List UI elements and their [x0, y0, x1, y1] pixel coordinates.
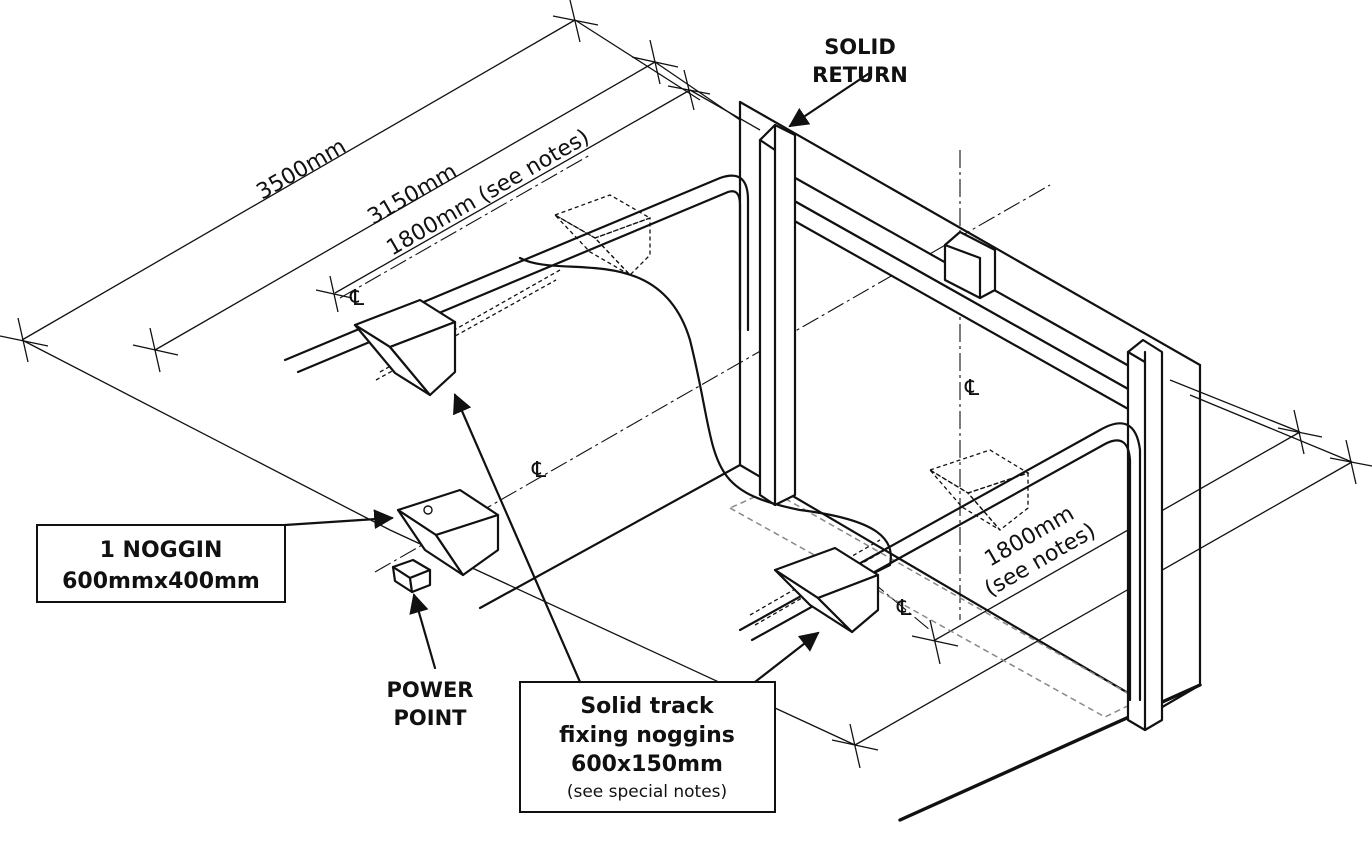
noggin-label-line2: 600mmx400mm — [62, 569, 260, 594]
noggin-label-line1: 1 NOGGIN — [100, 538, 223, 563]
door-frame-structure — [758, 123, 1164, 732]
centreline-symbol-vertical: ℄ — [964, 376, 980, 401]
track-noggins-label-line1: Solid track — [580, 694, 715, 719]
motor-noggin — [396, 488, 500, 577]
dimension-3500: 3500mm — [253, 134, 351, 205]
noggin-label-box — [36, 524, 286, 603]
power-point-label-line2: POINT — [394, 706, 468, 730]
track-noggins-label-box — [519, 681, 776, 813]
track-noggins — [353, 194, 1030, 634]
solid-return-label-line1: SOLID — [824, 35, 896, 59]
door-tracks — [283, 174, 1142, 702]
power-point-box — [391, 558, 432, 594]
dimension-lines — [0, 0, 1372, 769]
track-noggins-label-line3: 600x150mm — [571, 752, 723, 777]
centreline-symbol-bottom: ℄ — [896, 596, 912, 621]
leader-arrows — [283, 72, 870, 684]
power-point-label-line1: POWER — [387, 678, 474, 702]
centreline-symbol-top: ℄ — [349, 286, 365, 311]
solid-return-label-line2: RETURN — [812, 63, 908, 87]
centreline-symbol-middle: ℄ — [531, 458, 547, 483]
track-noggins-label-line2: fixing noggins — [559, 723, 735, 748]
track-noggins-label-line4: (see special notes) — [567, 782, 727, 802]
